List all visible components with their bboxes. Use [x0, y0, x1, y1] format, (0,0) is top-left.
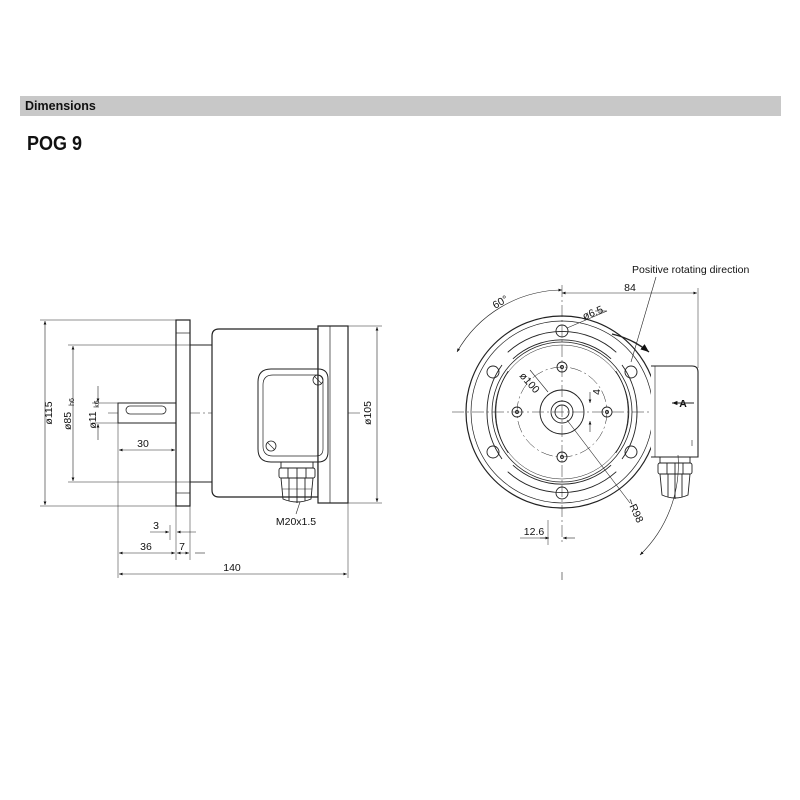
section-header-title: Dimensions: [25, 99, 96, 113]
svg-text:h6: h6: [69, 398, 76, 406]
mounting-holes: [486, 324, 638, 500]
svg-text:ø11: ø11: [87, 411, 99, 428]
label-hole-diameter: ø6.5: [581, 304, 605, 323]
dim-rear-diameter: ø105: [362, 401, 374, 425]
dim-36: 36: [140, 541, 152, 553]
screw-bottom: [265, 440, 277, 452]
front-cable-gland: [657, 456, 693, 499]
dim-3: 3: [153, 520, 159, 532]
hub: [539, 389, 585, 435]
radius-arc: [639, 454, 679, 556]
label-key-width: 4: [591, 389, 603, 395]
mounting-slots: [486, 330, 638, 494]
dim-flange-diameter: ø115: [43, 401, 55, 424]
mounting-flange: [175, 319, 191, 507]
housing-body: [211, 328, 319, 498]
label-dim-12-6: 12.6: [524, 526, 545, 538]
dim-spigot-diameter: ø85 h6: [62, 398, 76, 430]
front-terminal-box: [651, 365, 699, 458]
terminal-box: [257, 368, 329, 463]
shaft-face: [550, 400, 574, 424]
front-view: [452, 276, 699, 580]
rotation-arrow: [611, 333, 650, 353]
svg-text:ø85: ø85: [62, 412, 74, 430]
label-rotation-direction: Positive rotating direction: [632, 264, 749, 276]
section-header-bar: Dimensions: [20, 96, 781, 116]
angle-arc: [456, 288, 563, 353]
screw-top: [312, 374, 324, 386]
svg-text:k6: k6: [94, 400, 101, 408]
label-dim-84: 84: [624, 282, 636, 294]
bolt-circle: [516, 366, 608, 458]
label-view-a: A: [679, 398, 687, 410]
front-dimension-lines: [520, 276, 699, 545]
label-radius: ~R98: [624, 497, 646, 525]
side-dimension-lines: [43, 321, 379, 576]
flange-spigot: [190, 344, 213, 483]
cable-gland: [278, 461, 316, 503]
dim-7: 7: [179, 541, 185, 553]
shaft-keyway: [125, 405, 167, 415]
side-extension-lines: [40, 319, 382, 578]
side-view: [40, 319, 382, 578]
label-angle: 60°: [491, 293, 511, 311]
dim-thread: M20x1.5: [276, 516, 316, 528]
rear-cover: [317, 325, 349, 504]
dim-shaft-diameter: ø11 k6: [87, 400, 101, 428]
dim-140: 140: [223, 562, 241, 574]
model-title: POG 9: [27, 133, 83, 155]
dim-shaft-length: 30: [137, 438, 149, 450]
side-dimension-labels: ø115 ø85 h6 ø11 k6 ø105 30 M20x1.5 3 36 …: [43, 398, 374, 574]
